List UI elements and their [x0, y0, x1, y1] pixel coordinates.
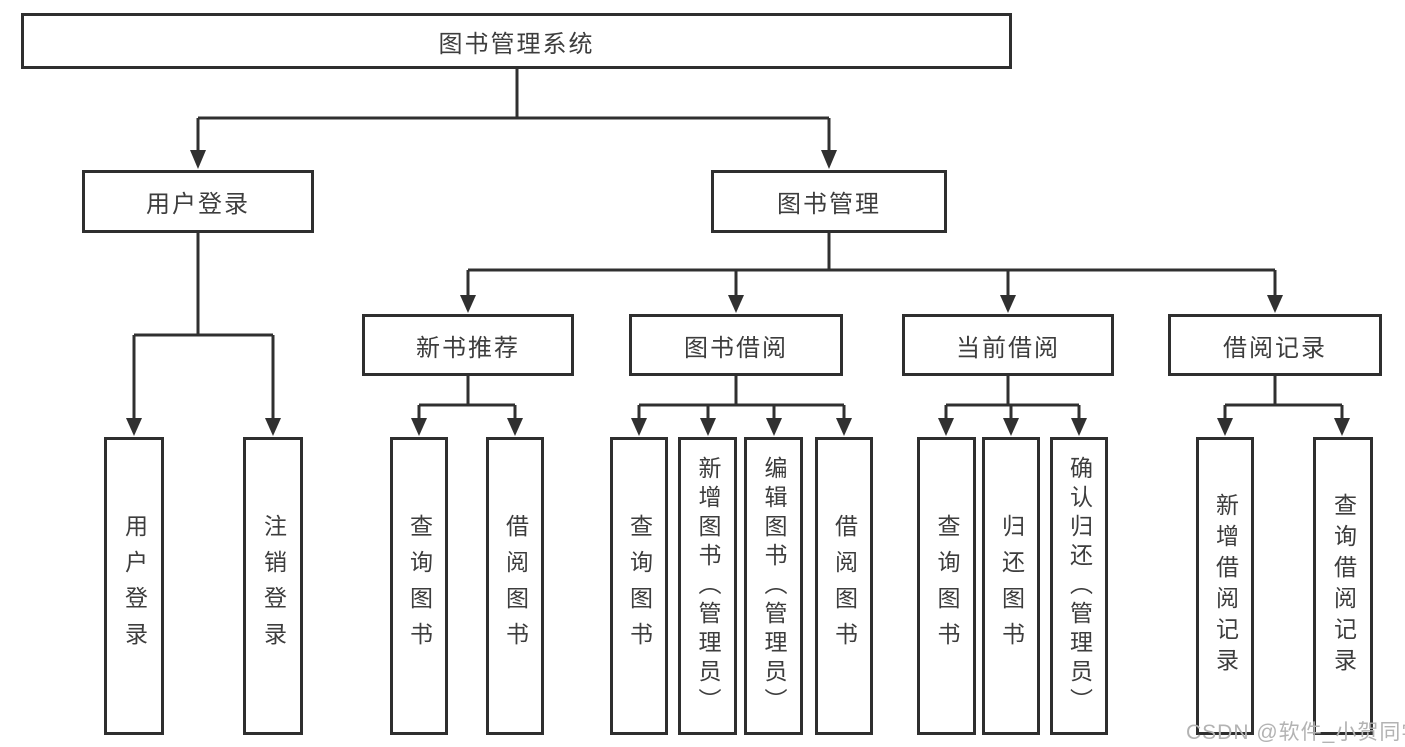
leaf-query-books-current: 查询图书 [917, 437, 976, 735]
leaf-user-login: 用户登录 [104, 437, 164, 735]
node-current-borrowing: 当前借阅 [902, 314, 1114, 376]
leaf-borrow-books-recommend: 借阅图书 [486, 437, 544, 735]
node-new-book-recommend: 新书推荐 [362, 314, 574, 376]
leaf-logout: 注销登录 [243, 437, 303, 735]
leaf-add-borrow-record: 新增借阅记录 [1196, 437, 1254, 735]
watermark: CSDN @软件_小贺同学 [1186, 721, 1405, 744]
leaf-query-books-recommend: 查询图书 [390, 437, 448, 735]
leaf-borrow-books-borrowing: 借阅图书 [815, 437, 873, 735]
node-root-system: 图书管理系统 [21, 13, 1012, 69]
arrowhead-icons [126, 150, 1350, 436]
node-book-borrowing: 图书借阅 [629, 314, 843, 376]
leaf-return-books: 归还图书 [982, 437, 1040, 735]
node-borrowing-records: 借阅记录 [1168, 314, 1382, 376]
leaf-query-books-borrowing: 查询图书 [610, 437, 668, 735]
leaf-edit-books-admin: 编辑图书（管理员） [744, 437, 803, 735]
node-user-login: 用户登录 [82, 170, 314, 233]
leaf-confirm-return-admin: 确认归还（管理员） [1050, 437, 1108, 735]
leaf-add-books-admin: 新增图书（管理员） [678, 437, 737, 735]
node-book-management: 图书管理 [711, 170, 947, 233]
leaf-query-borrow-record: 查询借阅记录 [1313, 437, 1373, 735]
